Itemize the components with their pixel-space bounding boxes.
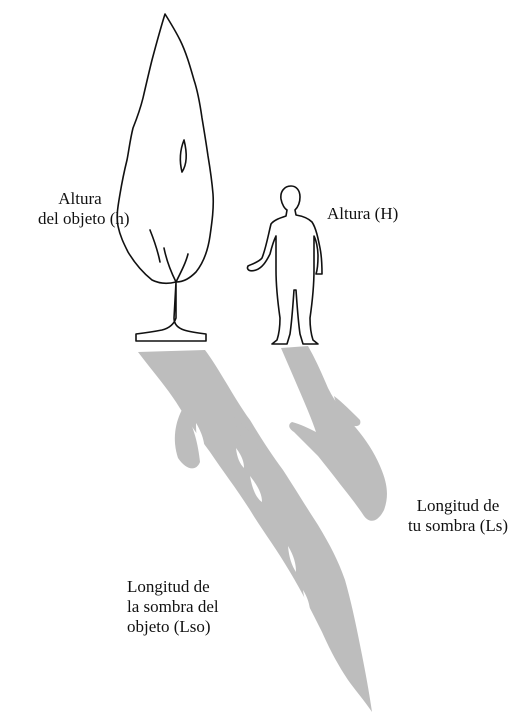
- person-height-label-text: Altura (H): [327, 204, 398, 224]
- tree-shadow-label-line-2: la sombra del: [127, 597, 219, 617]
- person-height-label: Altura (H): [327, 204, 398, 224]
- person-shadow-label: Longitud de tu sombra (Ls): [398, 496, 518, 536]
- tree-shadow-label-line-3: objeto (Lso): [127, 617, 219, 637]
- tree-shadow-label: Longitud de la sombra del objeto (Lso): [127, 577, 219, 637]
- person-shadow-label-line-1: Longitud de: [398, 496, 518, 516]
- tree-height-label-line-2: del objeto (h): [38, 209, 122, 229]
- person-shadow-label-line-2: tu sombra (Ls): [398, 516, 518, 536]
- tree-height-label-line-1: Altura: [38, 189, 122, 209]
- tree-shadow-label-line-1: Longitud de: [127, 577, 219, 597]
- tree-height-label: Altura del objeto (h): [38, 189, 122, 229]
